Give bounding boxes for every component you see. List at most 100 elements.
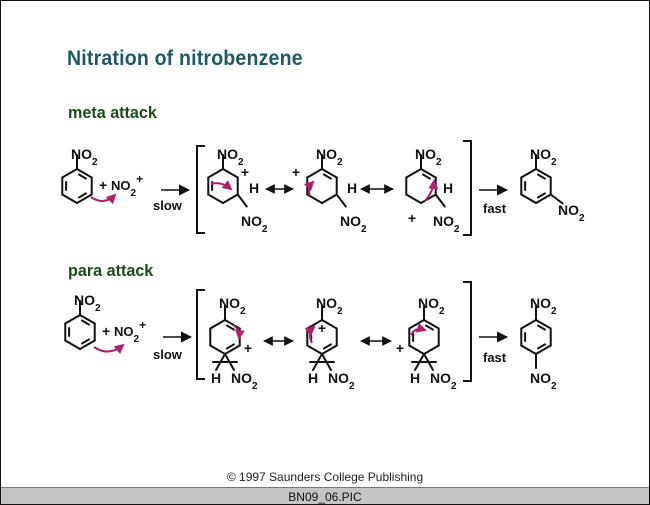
ring-double-bond — [225, 343, 235, 350]
nitro-symbol: NO — [71, 146, 92, 162]
nitro-symbol: NO — [241, 213, 262, 229]
benzene-ring — [520, 168, 552, 204]
nitro-group-label: NO2 — [219, 295, 246, 317]
nitro-subscript: 2 — [252, 381, 258, 392]
ring-double-bond — [421, 173, 431, 180]
ring-double-bond — [80, 338, 90, 345]
ring-bond — [79, 339, 96, 350]
bond-line — [224, 353, 235, 371]
bond-line — [423, 353, 434, 371]
positive-charge: + — [244, 340, 252, 356]
nitro-symbol: NO — [340, 213, 361, 229]
curved-electron-arrow — [304, 325, 316, 344]
status-bar: BN09_06.PIC — [1, 487, 649, 504]
nitro-symbol: NO — [418, 295, 439, 311]
curved-electron-arrow — [93, 343, 125, 355]
nitro-subscript: 2 — [92, 157, 98, 168]
ring-bond — [520, 344, 537, 355]
nitro-subscript: 2 — [454, 224, 460, 235]
ring-bond — [408, 344, 425, 355]
ring-double-bond — [322, 173, 332, 180]
ring-bond — [535, 344, 552, 355]
bond-line — [434, 193, 446, 208]
ring-double-bond — [322, 343, 332, 350]
benzene-ring — [61, 168, 93, 204]
nitro-subscript: 2 — [551, 157, 557, 168]
nitro-group-label: NO2+ — [111, 172, 143, 199]
copyright-notice: © 1997 Saunders College Publishing — [226, 470, 424, 484]
fast-label: fast — [483, 350, 507, 365]
bond-line — [312, 353, 323, 371]
benzene-ring — [408, 319, 440, 355]
nitro-charge: + — [136, 172, 143, 186]
ring-bond — [76, 168, 93, 179]
positive-charge: + — [408, 210, 416, 226]
nitro-symbol: NO — [114, 324, 134, 339]
plus-sign: + — [99, 177, 107, 193]
nitro-symbol: NO — [231, 370, 252, 386]
nitro-symbol: NO — [433, 213, 454, 229]
ring-bond — [79, 314, 96, 325]
nitro-symbol: NO — [74, 292, 95, 308]
ring-double-bond — [80, 319, 90, 326]
plus-sign: + — [102, 323, 110, 339]
nitro-group-label: NO2 — [430, 370, 457, 392]
nitro-symbol: NO — [316, 295, 337, 311]
ring-bond — [321, 319, 338, 330]
nitro-subscript: 2 — [451, 381, 457, 392]
ring-bond — [520, 193, 537, 204]
nitro-subscript: 2 — [337, 157, 343, 168]
ring-bond — [520, 168, 537, 179]
nitro-group-label: NO2 — [217, 146, 244, 168]
nitro-subscript: 2 — [579, 213, 585, 224]
nitro-symbol: NO — [328, 370, 349, 386]
curved-electron-arrow — [90, 193, 117, 205]
hydrogen-label: H — [410, 370, 420, 386]
ring-bond — [224, 319, 241, 330]
hydrogen-label: H — [443, 180, 453, 196]
ring-bond — [61, 168, 78, 179]
nitro-symbol: NO — [530, 370, 551, 386]
nitro-group-label: NO2 — [328, 370, 355, 392]
nitro-charge: + — [139, 318, 146, 332]
nitro-symbol: NO — [111, 178, 131, 193]
ring-bond — [209, 319, 226, 330]
positive-charge: + — [241, 164, 249, 180]
ring-bond — [222, 193, 239, 204]
nitro-group-label: NO2 — [530, 370, 557, 392]
ring-bond — [61, 193, 78, 204]
ring-bond — [209, 344, 226, 355]
left-bracket — [196, 145, 205, 234]
bond-line — [549, 193, 564, 205]
nitro-subscript: 2 — [95, 303, 101, 314]
nitro-symbol: NO — [530, 295, 551, 311]
status-filename: BN09_06.PIC — [288, 489, 362, 504]
left-bracket — [196, 289, 205, 380]
reaction-scheme: NO2+NO2+slowNO2+HNO2NO2+HNO2NO2H+NO2fast… — [61, 140, 585, 392]
ring-bond — [420, 168, 437, 179]
hydrogen-label: H — [347, 180, 357, 196]
nitro-symbol: NO — [430, 370, 451, 386]
nitro-subscript: 2 — [240, 306, 246, 317]
bond-line — [236, 193, 248, 208]
ring-bond — [408, 319, 425, 330]
nitro-group-label: NO2 — [530, 146, 557, 168]
ring-bond — [535, 168, 552, 179]
nitro-symbol: NO — [415, 146, 436, 162]
nitro-group-label: NO2 — [340, 213, 367, 235]
benzene-ring — [207, 168, 239, 204]
nitro-group-label: NO2 — [71, 146, 98, 168]
curved-electron-arrow — [303, 180, 315, 197]
bond-line — [215, 353, 226, 371]
curved-electron-arrow — [410, 322, 427, 336]
nitro-symbol: NO — [219, 295, 240, 311]
para-attack-heading: para attack — [68, 261, 154, 280]
ring-bond — [405, 193, 422, 204]
slow-label: slow — [153, 347, 183, 362]
nitro-group-label: NO2 — [316, 146, 343, 168]
nitro-subscript: 2 — [551, 306, 557, 317]
ring-bond — [321, 193, 338, 204]
ring-bond — [420, 193, 437, 204]
bond-line — [335, 193, 347, 208]
benzene-ring — [520, 319, 552, 355]
